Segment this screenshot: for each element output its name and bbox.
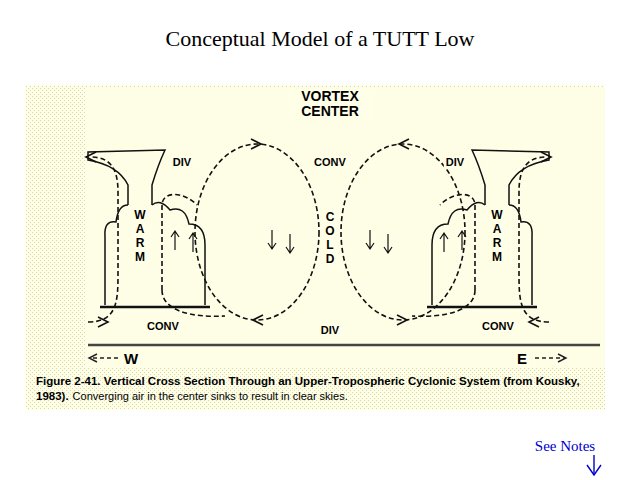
figure-panel	[25, 85, 605, 410]
flow-label: DIV	[444, 156, 466, 168]
convective-column	[86, 150, 225, 327]
notes-arrow	[587, 455, 601, 475]
figure-caption-box: Figure 2-41. Vertical Cross Section Thro…	[36, 374, 602, 404]
air-mass-label: WARM	[132, 208, 148, 264]
flow-label: DIV	[319, 324, 341, 336]
flow-label: DIV	[171, 156, 193, 168]
page-title: Conceptual Model of a TUTT Low	[0, 26, 640, 52]
vortex-label: VORTEX CENTER	[288, 89, 372, 119]
flow-label: CONV	[480, 320, 516, 332]
air-mass-label: WARM	[489, 208, 505, 264]
notes-link: See Notes	[533, 438, 597, 455]
ground-line	[88, 344, 600, 347]
direction-arrow	[89, 354, 566, 362]
circulation-cell	[195, 139, 465, 325]
caption-note: Converging air in the center sinks to re…	[73, 390, 348, 402]
direction-label: E	[515, 350, 529, 367]
air-mass-label: COLD	[322, 210, 338, 266]
flow-label: CONV	[312, 156, 348, 168]
direction-label: W	[122, 350, 140, 367]
flow-label: CONV	[145, 320, 181, 332]
figure-ground	[85, 88, 605, 368]
convective-column	[412, 150, 551, 327]
